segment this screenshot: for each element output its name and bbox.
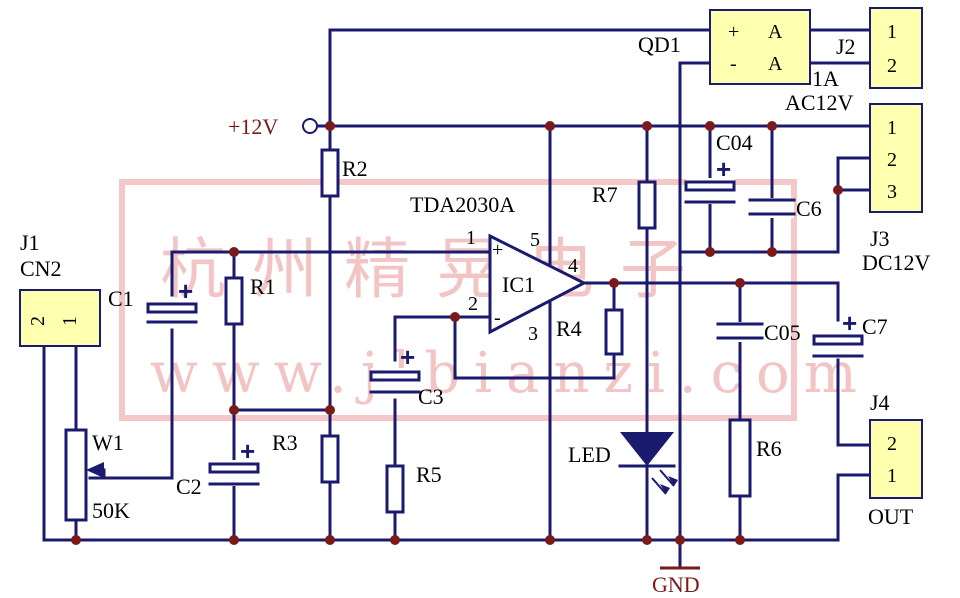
resistor-r2: R2 xyxy=(320,148,368,198)
ic-pin1-label: 1 xyxy=(466,227,476,249)
j4-pin2-label: 2 xyxy=(887,433,897,455)
connector-j1: 2 1 J1 CN2 xyxy=(19,230,101,347)
connector-j2: 1 2 J2 1A AC12V xyxy=(785,7,923,115)
supply-label: +12V xyxy=(228,114,278,139)
ic-pin4-label: 4 xyxy=(568,255,578,277)
capacitor-c2: + C2 xyxy=(176,436,260,499)
capacitor-c05: C05 xyxy=(716,320,801,345)
c04-ref-label: C04 xyxy=(716,130,753,155)
led-ref-label: LED xyxy=(568,442,611,467)
r5-ref-label: R5 xyxy=(416,462,442,487)
c3-ref-label: C3 xyxy=(418,384,444,409)
r3-ref-label: R3 xyxy=(272,430,298,455)
j3-pin3-label: 3 xyxy=(887,181,897,203)
watermark-line1: 杭州精晃电子 xyxy=(160,231,712,308)
svg-text:+: + xyxy=(178,276,193,306)
c2-ref-label: C2 xyxy=(176,474,202,499)
svg-text:+: + xyxy=(842,308,857,338)
svg-text:+: + xyxy=(240,436,255,466)
resistor-r6: R6 xyxy=(728,418,782,498)
connector-j4: 2 1 J4 OUT xyxy=(868,390,923,529)
resistor-r3: R3 xyxy=(272,430,340,484)
j2-pin2-label: 2 xyxy=(887,55,897,77)
capacitor-c6: C6 xyxy=(748,196,822,221)
r4-ref-label: R4 xyxy=(556,316,582,341)
j2-pin1-label: 1 xyxy=(887,21,897,43)
ic-part-label: TDA2030A xyxy=(410,192,515,217)
opamp-ic1: TDA2030A IC1 + - 1 2 3 4 5 xyxy=(410,192,588,345)
j2-ref-label: J2 xyxy=(836,34,856,59)
ic-ref-label: IC1 xyxy=(502,272,535,297)
ground-symbol: GND xyxy=(652,566,700,597)
j4-name-label: OUT xyxy=(868,504,914,529)
j3-pin1-label: 1 xyxy=(887,117,897,139)
bridge-plus-label: + xyxy=(728,21,739,43)
w1-ref-label: W1 xyxy=(92,430,124,455)
bridge-a1-label: A xyxy=(768,21,783,43)
bridge-ref-label: QD1 xyxy=(638,32,681,57)
w1-value-label: 50K xyxy=(92,498,130,523)
r1-ref-label: R1 xyxy=(250,274,276,299)
connector-j3: 1 2 3 J3 DC12V xyxy=(862,103,931,275)
j1-pin1-label: 1 xyxy=(59,316,81,326)
j3-pin2-label: 2 xyxy=(887,149,897,171)
ic-pin3-label: 3 xyxy=(528,323,538,345)
r2-ref-label: R2 xyxy=(342,156,368,181)
j1-ref-label: J1 xyxy=(20,230,40,255)
supply-terminal: +12V xyxy=(228,114,318,139)
resistor-r1: R1 xyxy=(224,274,276,326)
capacitor-c1: + C1 xyxy=(108,276,198,326)
j4-ref-label: J4 xyxy=(870,390,890,415)
led: LED xyxy=(568,432,678,495)
j1-type-label: CN2 xyxy=(20,256,62,281)
j3-ref-label: J3 xyxy=(870,226,890,251)
r7-ref-label: R7 xyxy=(592,182,618,207)
c05-ref-label: C05 xyxy=(764,320,801,345)
bridge-a2-label: A xyxy=(768,53,783,75)
r6-ref-label: R6 xyxy=(756,436,782,461)
c6-ref-label: C6 xyxy=(796,196,822,221)
ic-pin2-label: 2 xyxy=(468,293,478,315)
bridge-minus-label: - xyxy=(730,53,737,75)
bridge-qd1: + A - A QD1 xyxy=(638,9,811,85)
ic-plus-label: + xyxy=(492,239,503,261)
svg-text:+: + xyxy=(716,154,731,184)
c1-ref-label: C1 xyxy=(108,286,134,311)
junction-nodes xyxy=(71,121,843,545)
j4-pin1-label: 1 xyxy=(887,465,897,487)
ic-minus-label: - xyxy=(494,307,501,329)
capacitor-c7: + C7 xyxy=(812,308,888,358)
c7-ref-label: C7 xyxy=(862,314,888,339)
j2-rating1-label: 1A xyxy=(812,66,839,91)
resistor-r5: R5 xyxy=(385,462,442,514)
j1-pin2-label: 2 xyxy=(27,316,49,326)
capacitor-c3: + C3 xyxy=(369,342,444,409)
j2-rating2-label: AC12V xyxy=(785,90,854,115)
watermark-line2: www.jlbianzi.com xyxy=(150,341,871,406)
ground-label: GND xyxy=(652,572,700,597)
potentiometer-w1: W1 50K xyxy=(64,428,130,523)
capacitor-c04: + C04 xyxy=(684,130,753,204)
resistor-r4: R4 xyxy=(556,308,624,356)
j3-rating-label: DC12V xyxy=(862,250,931,275)
resistor-r7: R7 xyxy=(592,180,657,230)
ic-pin5-label: 5 xyxy=(530,229,540,251)
svg-text:+: + xyxy=(400,342,415,372)
